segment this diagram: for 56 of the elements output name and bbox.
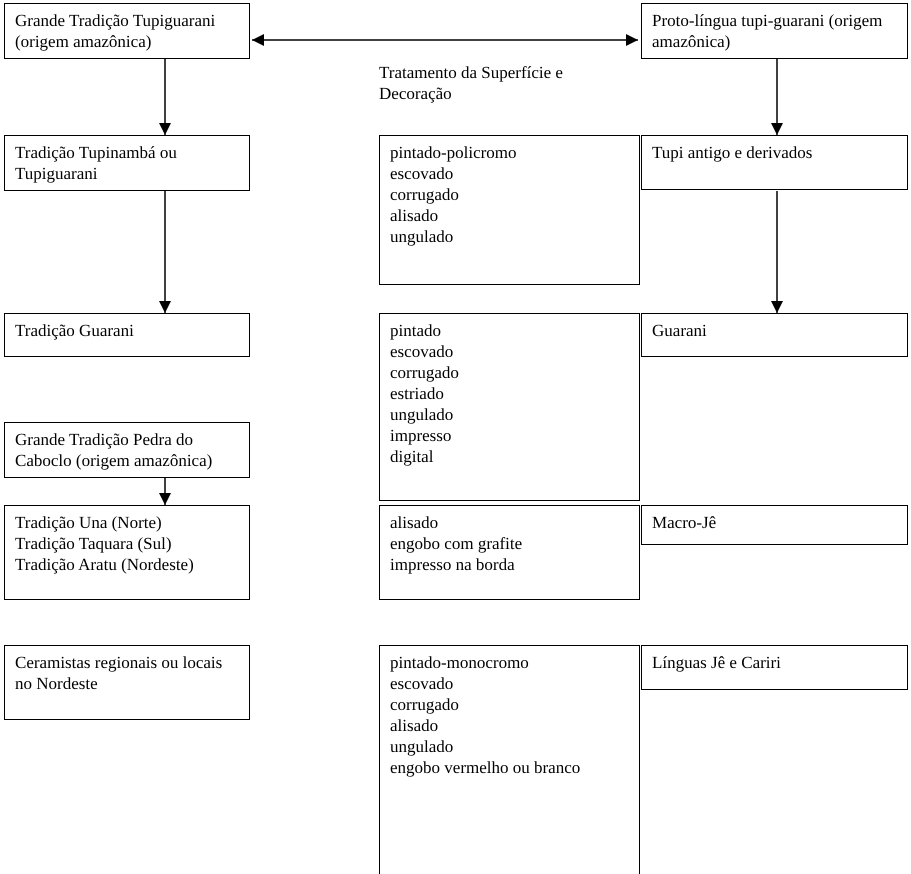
origin-box: [4, 3, 250, 59]
column-heading: Tratamento da Superfície e Decoração: [379, 62, 564, 104]
node-text: Grande Tradição Tupiguarani (origem amazônica): [15, 10, 216, 52]
language-box: [641, 505, 908, 545]
arrow: [159, 478, 171, 505]
list-item: alisado: [390, 205, 438, 226]
list-item: engobo com grafite: [390, 533, 522, 554]
language-box: [641, 645, 908, 690]
arrow: [159, 191, 171, 313]
list-item: digital: [390, 446, 434, 467]
decoration-box: [379, 645, 640, 874]
node-text: Ceramistas regionais ou locais no Nordeste: [15, 652, 224, 694]
arrow: [771, 58, 783, 135]
list-item: escovado: [390, 163, 454, 184]
list-item: alisado: [390, 512, 438, 533]
list-item: ungulado: [390, 736, 454, 757]
list-item: alisado: [390, 715, 438, 736]
node-text: Línguas Jê e Cariri: [652, 652, 781, 673]
list-item: Tradição Taquara (Sul): [15, 533, 172, 554]
tradition-box: [4, 135, 250, 191]
language-box: [641, 313, 908, 357]
list-item: pintado-monocromo: [390, 652, 529, 673]
arrow: [771, 191, 783, 313]
node-text: Guarani: [652, 320, 707, 341]
node-text: Tupi antigo e derivados: [652, 142, 812, 163]
list-item: ungulado: [390, 226, 454, 247]
tradition-box: [4, 505, 250, 600]
origin-box: [641, 3, 908, 59]
node-text: Tradição Tupinambá ou Tupiguarani: [15, 142, 178, 184]
language-box: [641, 135, 908, 190]
list-item: corrugado: [390, 184, 459, 205]
list-item: escovado: [390, 673, 454, 694]
list-item: Tradição Aratu (Nordeste): [15, 554, 194, 575]
list-item: impresso na borda: [390, 554, 515, 575]
list-item: corrugado: [390, 362, 459, 383]
node-text: Tradição Guarani: [15, 320, 134, 341]
list-item: engobo vermelho ou branco: [390, 757, 580, 778]
node-text: Grande Tradição Pedra do Caboclo (origem amazônica): [15, 429, 214, 471]
node-text: Proto-língua tupi-guarani (origem amazônica): [652, 10, 884, 52]
tradition-box: [4, 313, 250, 357]
arrow: [159, 58, 171, 135]
decoration-box: [379, 505, 640, 600]
decoration-box: [379, 313, 640, 501]
arrow: [252, 34, 638, 46]
list-item: Tradição Una (Norte): [15, 512, 162, 533]
list-item: escovado: [390, 341, 454, 362]
origin-box: [4, 422, 250, 478]
list-item: pintado-policromo: [390, 142, 517, 163]
decoration-box: [379, 135, 640, 285]
tradition-box: [4, 645, 250, 720]
list-item: pintado: [390, 320, 441, 341]
node-text: Macro-Jê: [652, 512, 716, 533]
list-item: corrugado: [390, 694, 459, 715]
list-item: estriado: [390, 383, 444, 404]
list-item: ungulado: [390, 404, 454, 425]
list-item: impresso: [390, 425, 452, 446]
